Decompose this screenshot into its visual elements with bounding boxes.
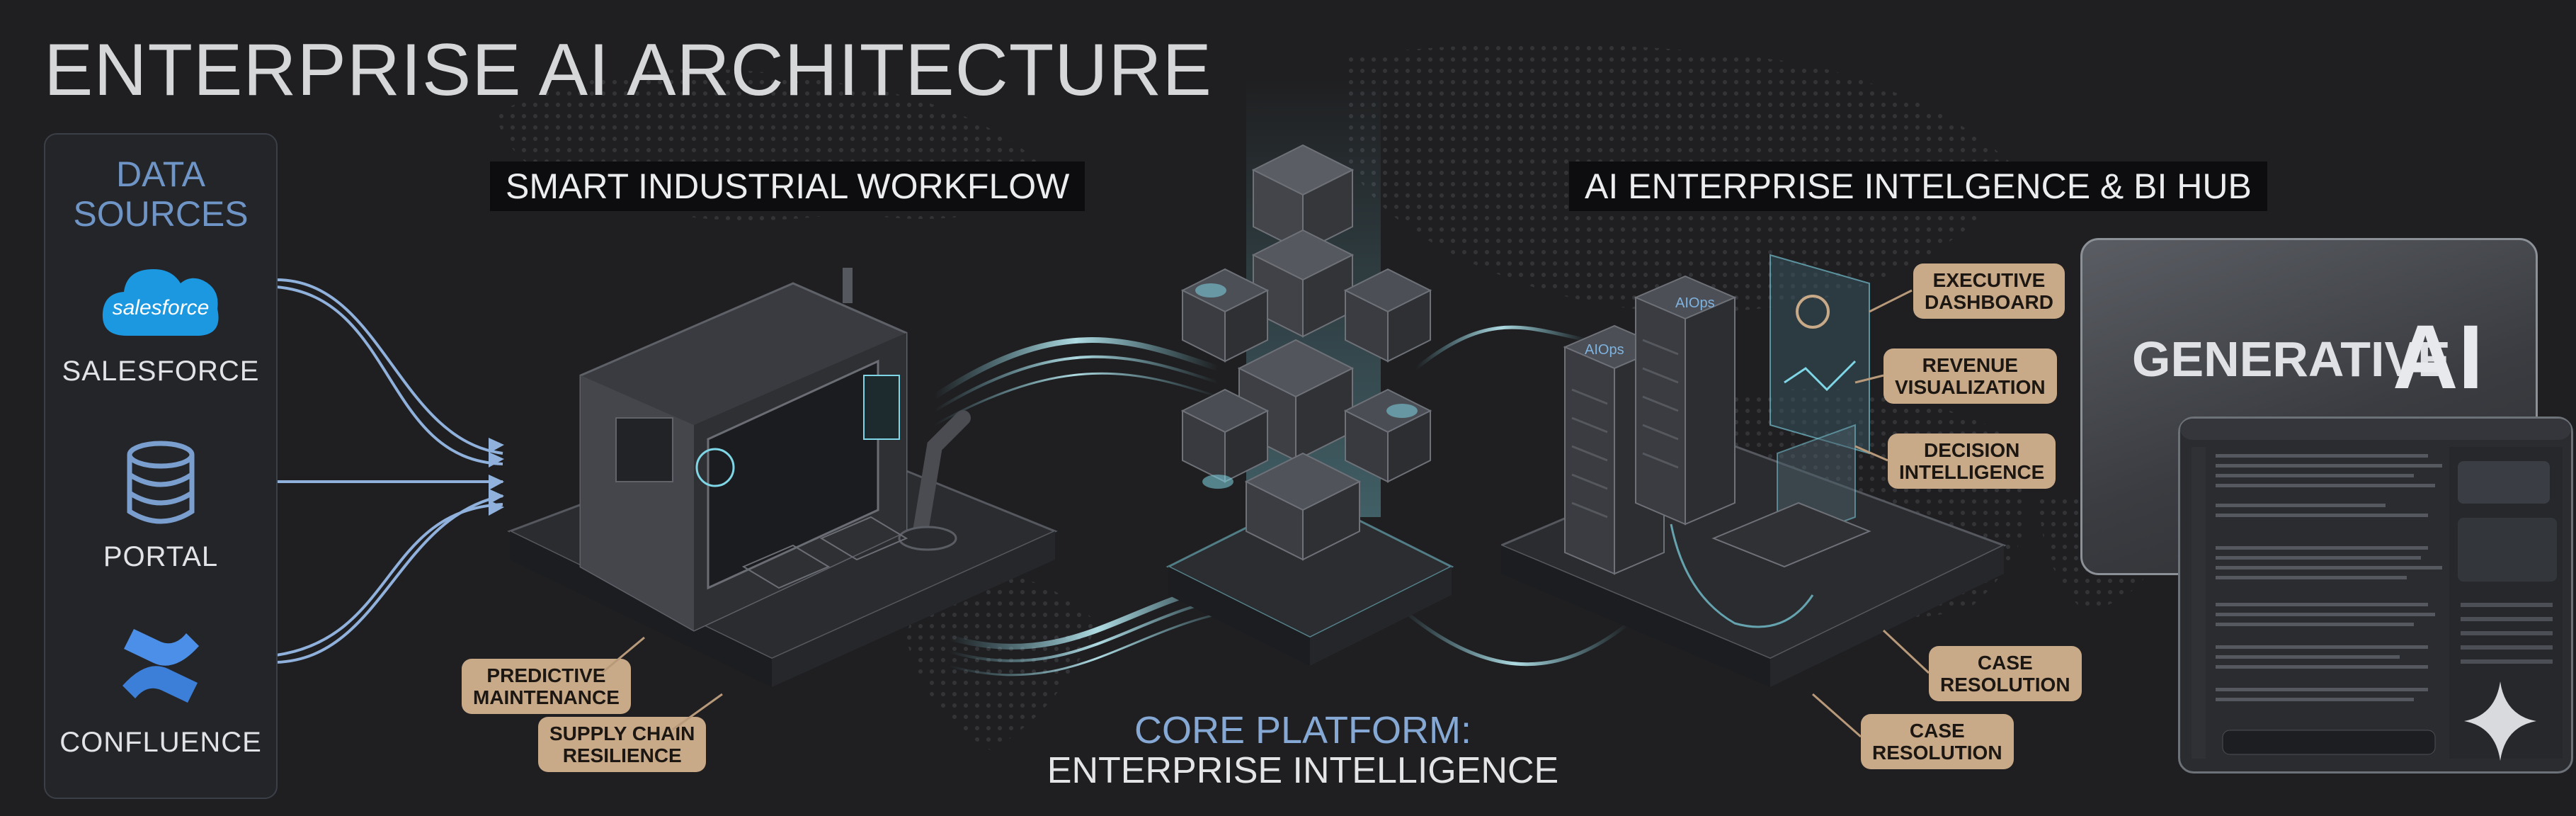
callout-case-resolution-2: CASE RESOLUTION xyxy=(1861,714,2014,769)
ai-label: AI xyxy=(2393,307,2483,408)
callout-supply-chain-resilience: SUPPLY CHAIN RESILIENCE xyxy=(538,717,707,772)
callout-revenue-visualization: REVENUE VISUALIZATION xyxy=(1883,348,2057,404)
workflow-title: SMART INDUSTRIAL WORKFLOW xyxy=(490,162,1085,211)
app-window-contents xyxy=(2180,419,2571,759)
salesforce-cloud-icon[interactable]: salesforce xyxy=(98,256,223,344)
cnc-machine-illustration xyxy=(507,268,1058,687)
core-platform-subtitle: ENTERPRISE INTELLIGENCE xyxy=(1047,750,1559,791)
source-connectors xyxy=(275,278,503,664)
callout-predictive-maintenance: PREDICTIVE MAINTENANCE xyxy=(462,659,631,714)
confluence-icon[interactable] xyxy=(118,623,203,708)
source-label-confluence: CONFLUENCE xyxy=(59,727,262,758)
sparkle-icon xyxy=(2464,681,2536,761)
hub-title: AI ENTERPRISE INTELGENCE & BI HUB xyxy=(1569,162,2267,211)
bi-hub-illustration: AIOps AIOps xyxy=(1501,254,2007,687)
brain-icon xyxy=(695,448,735,487)
callout-executive-dashboard: EXECUTIVE DASHBOARD xyxy=(1913,264,2065,319)
data-sources-title: DATA SOURCES xyxy=(73,154,249,234)
core-platform-title: CORE PLATFORM: xyxy=(1134,709,1472,752)
callout-case-resolution-1: CASE RESOLUTION xyxy=(1929,646,2082,701)
connector-arrowheads xyxy=(489,438,504,516)
data-sources-panel: DATA SOURCES salesforce SALESFORCE PORTA… xyxy=(44,133,278,799)
main-title: ENTERPRISE AI ARCHITECTURE xyxy=(44,29,1212,111)
callout-decision-intelligence: DECISION INTELLIGENCE xyxy=(1888,434,2056,489)
salesforce-logo-text: salesforce xyxy=(113,296,210,319)
core-platform-cubes xyxy=(1166,144,1454,666)
laptop xyxy=(1711,502,1871,568)
svg-text:AIOps: AIOps xyxy=(1675,295,1715,311)
source-label-salesforce: SALESFORCE xyxy=(62,356,260,387)
generative-label: GENERATIVE xyxy=(2132,332,2451,387)
svg-text:AIOps: AIOps xyxy=(1585,342,1624,358)
source-label-portal: PORTAL xyxy=(103,541,219,572)
database-icon[interactable] xyxy=(124,439,198,527)
server-rack-2: AIOps xyxy=(1634,275,1737,526)
